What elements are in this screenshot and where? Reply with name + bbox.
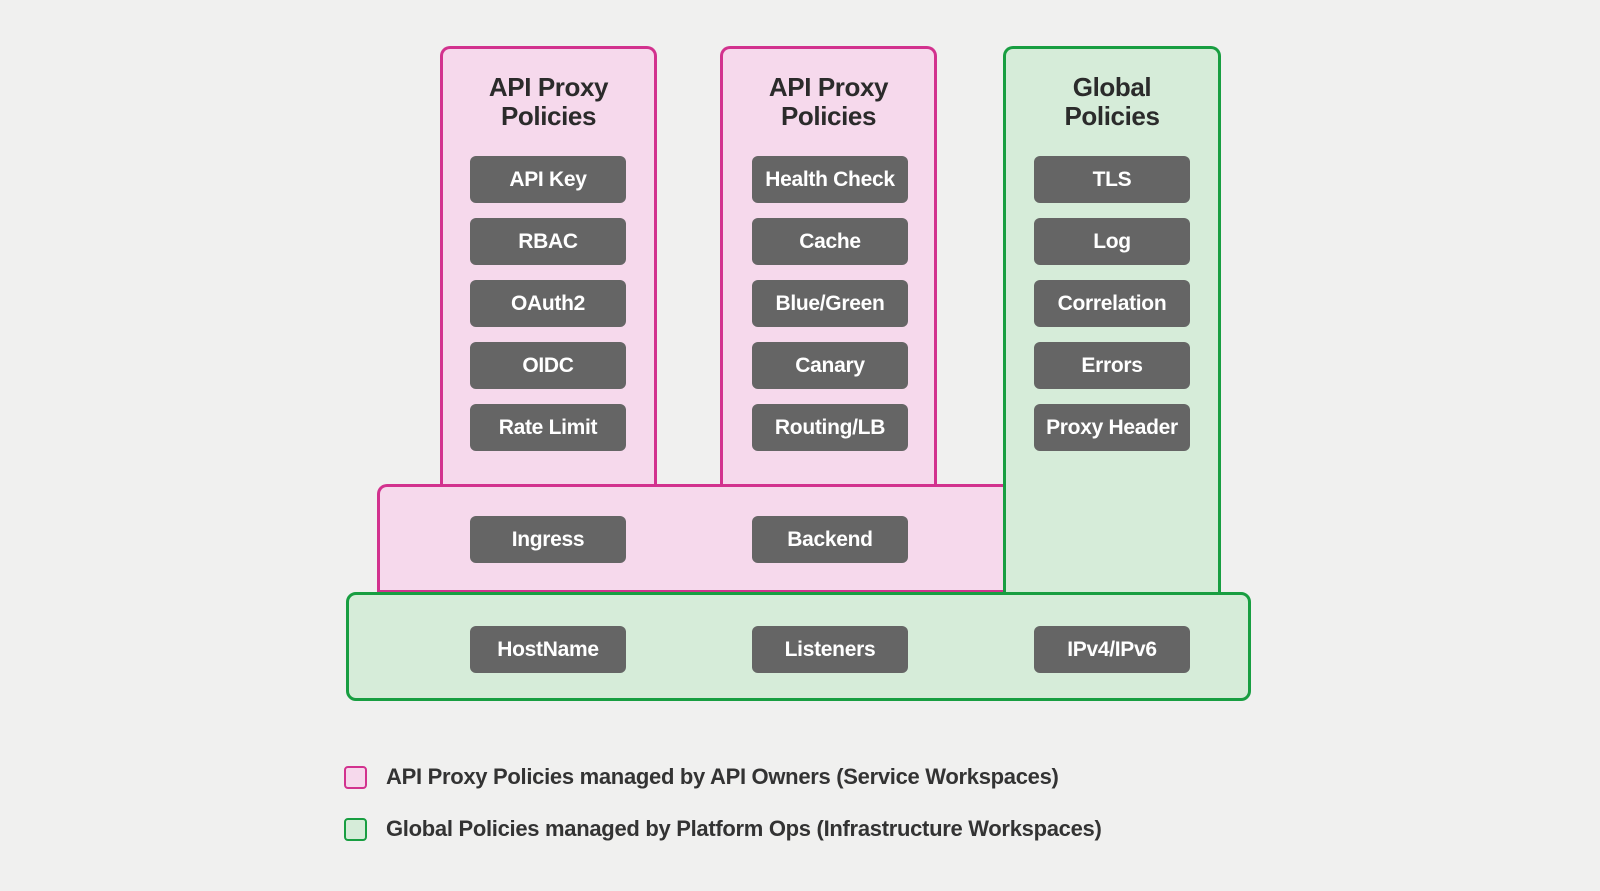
- chip-cache: Cache: [752, 218, 908, 265]
- chip-backend: Backend: [752, 516, 908, 563]
- legend: API Proxy Policies managed by API Owners…: [344, 764, 1102, 842]
- column-title: Global Policies: [1064, 72, 1160, 131]
- chip-health-check: Health Check: [752, 156, 908, 203]
- column-title: API Proxy Policies: [488, 72, 609, 131]
- chip-listeners: Listeners: [752, 626, 908, 673]
- chip-proxy-header: Proxy Header: [1034, 404, 1190, 451]
- legend-label: Global Policies managed by Platform Ops …: [386, 816, 1102, 841]
- chip-errors: Errors: [1034, 342, 1190, 389]
- chip-ingress: Ingress: [470, 516, 626, 563]
- legend-label: API Proxy Policies managed by API Owners…: [386, 764, 1059, 789]
- column-title: API Proxy Policies: [768, 72, 889, 131]
- chip-oauth2: OAuth2: [470, 280, 626, 327]
- chip-routing-lb: Routing/LB: [752, 404, 908, 451]
- green-swatch-icon: [344, 817, 367, 841]
- chip-log: Log: [1034, 218, 1190, 265]
- chip-api-key: API Key: [470, 156, 626, 203]
- pink-swatch-icon: [344, 765, 367, 789]
- legend-item-api-proxy: API Proxy Policies managed by API Owners…: [344, 764, 1101, 790]
- legend-item-global: Global Policies managed by Platform Ops …: [344, 816, 1102, 842]
- chip-rate-limit: Rate Limit: [470, 404, 626, 451]
- chip-ipv4-ipv6: IPv4/IPv6: [1034, 626, 1190, 673]
- chip-hostname: HostName: [470, 626, 626, 673]
- chip-rbac: RBAC: [470, 218, 626, 265]
- chip-oidc: OIDC: [470, 342, 626, 389]
- chip-tls: TLS: [1034, 156, 1190, 203]
- chip-correlation: Correlation: [1034, 280, 1190, 327]
- chip-canary: Canary: [752, 342, 908, 389]
- chip-blue-green: Blue/Green: [752, 280, 908, 327]
